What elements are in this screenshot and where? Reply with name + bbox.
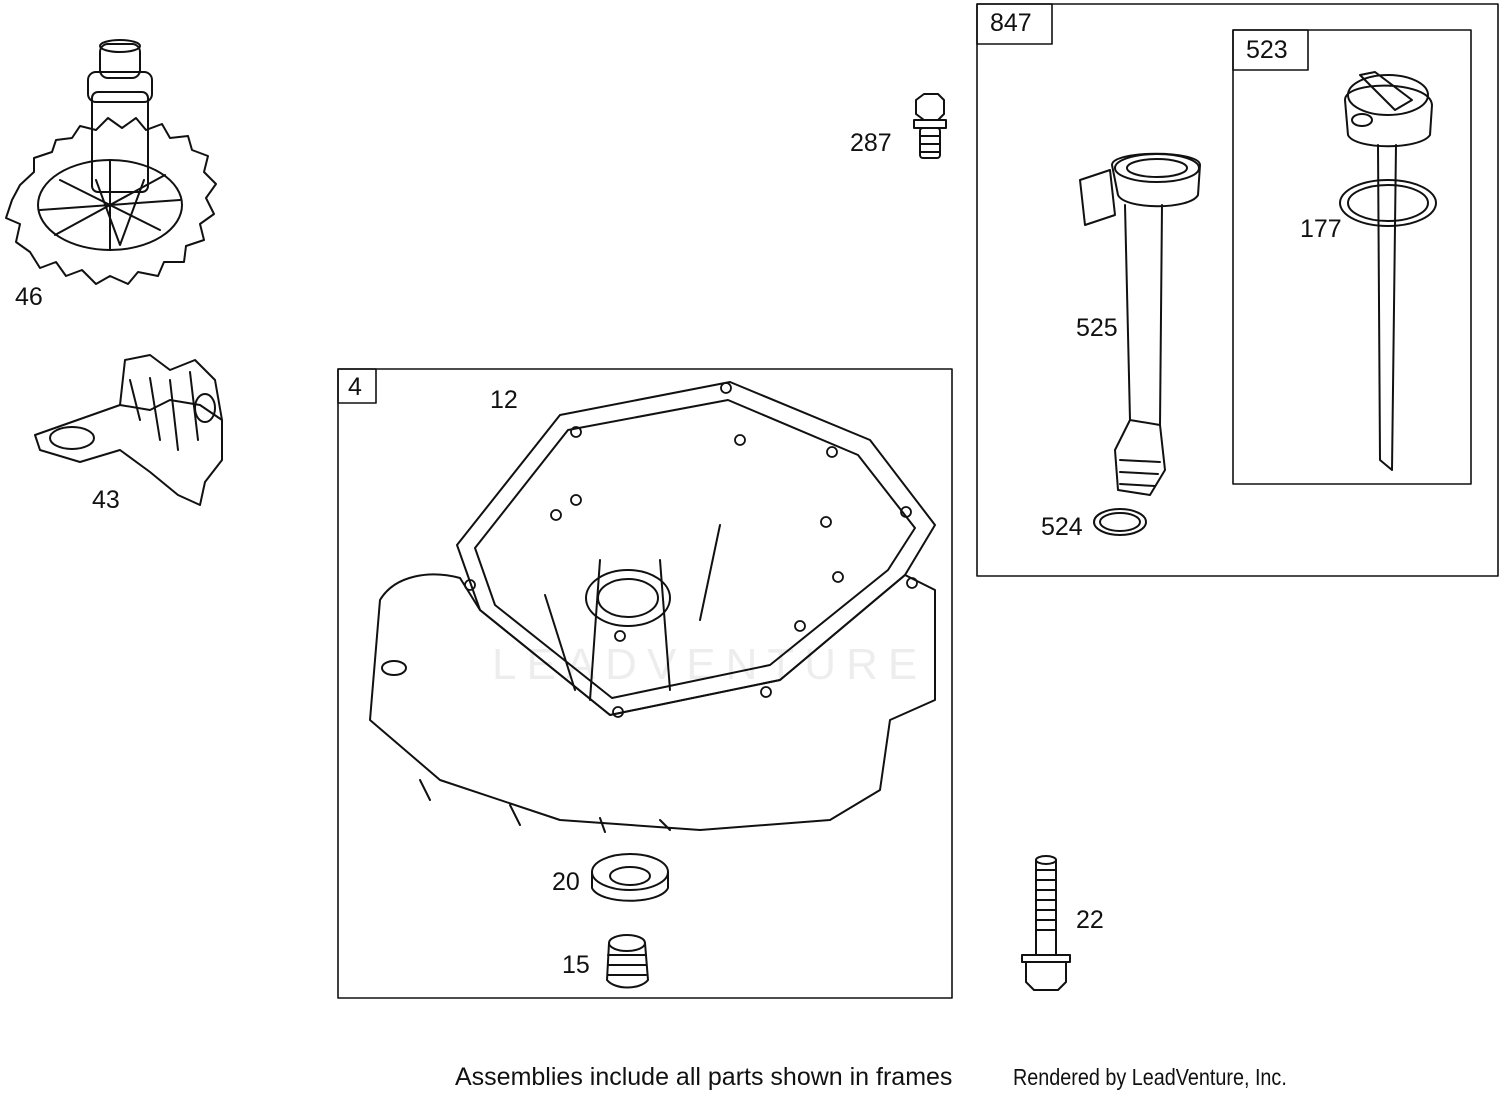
dipstick-oring-drawing xyxy=(1339,179,1437,227)
footer-credit: Rendered by LeadVenture, Inc. xyxy=(1013,1064,1287,1090)
frame-523-tag-box xyxy=(1232,29,1309,71)
frame-4-tag: 4 xyxy=(348,373,362,401)
frame-847-tag-box xyxy=(976,3,1053,45)
screw-22-drawing xyxy=(1021,855,1071,991)
tube-oring-drawing xyxy=(1093,508,1147,536)
dipstick-tube-drawing xyxy=(1079,152,1201,496)
screw-287-drawing xyxy=(913,93,947,159)
frame-523-border xyxy=(1232,29,1472,485)
crankcase-sump-drawing xyxy=(369,381,936,833)
frame-4-border xyxy=(337,368,953,999)
part-label-15[interactable]: 15 xyxy=(562,951,590,979)
part-label-524[interactable]: 524 xyxy=(1041,513,1083,541)
footer-note: Assemblies include all parts shown in fr… xyxy=(455,1063,953,1091)
frame-4-tag-box xyxy=(337,368,377,404)
part-label-22[interactable]: 22 xyxy=(1076,906,1104,934)
frame-847-border xyxy=(976,3,1499,577)
frame-523-tag: 523 xyxy=(1246,36,1288,64)
part-label-20[interactable]: 20 xyxy=(552,868,580,896)
dipstick-drawing xyxy=(1344,71,1433,471)
frame-847-tag: 847 xyxy=(990,9,1032,37)
oil-drain-plug-drawing xyxy=(606,934,649,989)
part-label-43[interactable]: 43 xyxy=(92,486,120,514)
oil-seal-drawing xyxy=(591,853,669,902)
watermark-text: LEADVENTURE xyxy=(492,640,928,689)
governor-crank-drawing xyxy=(34,354,223,506)
part-label-525[interactable]: 525 xyxy=(1076,314,1118,342)
part-label-46[interactable]: 46 xyxy=(15,283,43,311)
governor-gear-drawing xyxy=(5,39,217,285)
part-label-12[interactable]: 12 xyxy=(490,386,518,414)
part-label-287[interactable]: 287 xyxy=(850,129,892,157)
part-label-177[interactable]: 177 xyxy=(1300,215,1342,243)
